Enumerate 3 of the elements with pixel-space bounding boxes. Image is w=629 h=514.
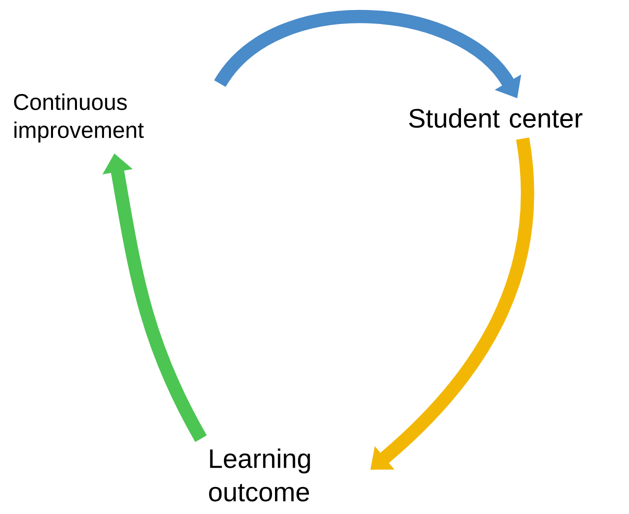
node-label: Continuous improvement xyxy=(14,93,144,143)
node-label: Learning outcome xyxy=(209,448,310,502)
node-label: Student center xyxy=(409,108,582,128)
